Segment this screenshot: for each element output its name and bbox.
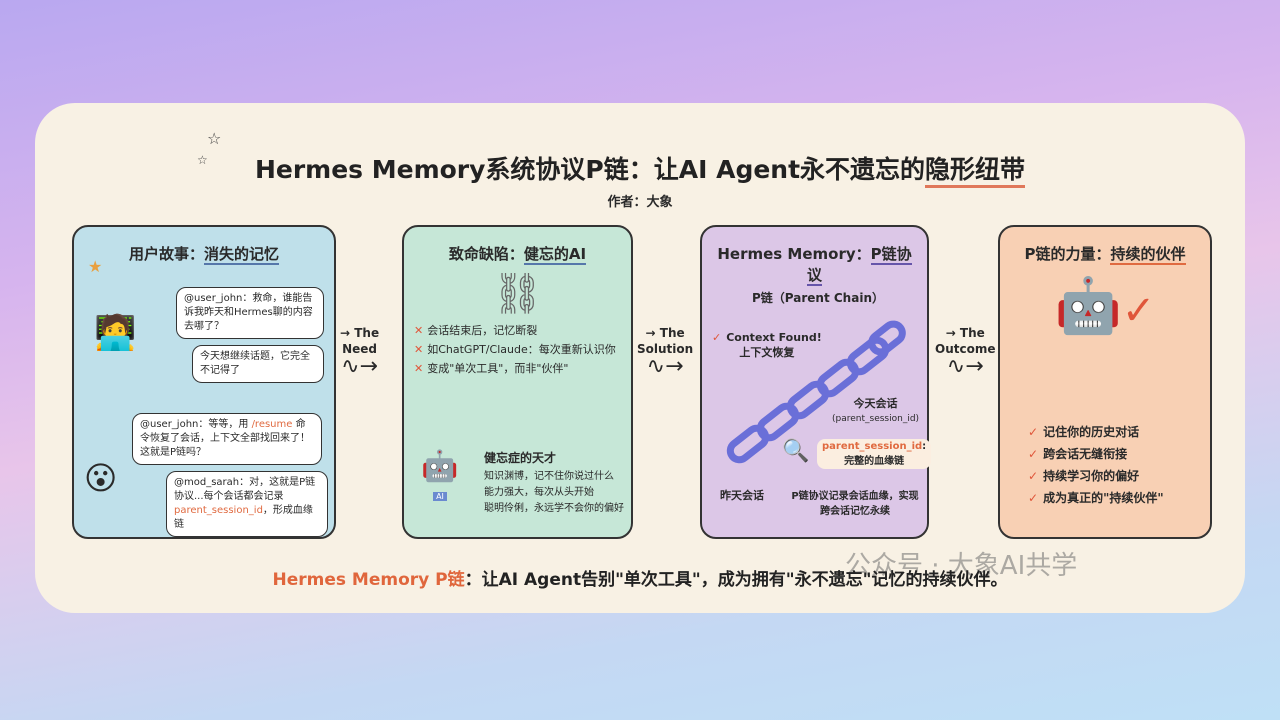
robot-with-hat-icon: 🤖AI bbox=[421, 449, 459, 501]
happy-robot-icon: 🤖✓ bbox=[1054, 274, 1156, 337]
confused-user-icon: 🧑‍💻 bbox=[94, 313, 137, 353]
checkmark-icon: ✓ bbox=[1121, 288, 1156, 334]
page-title: Hermes Memory系统协议P链：让AI Agent永不遗忘的隐形纽带 bbox=[35, 150, 1245, 188]
title-text: Hermes Memory系统协议P链：让AI Agent永不遗忘的 bbox=[254, 155, 926, 184]
star-icon: ☆ bbox=[207, 129, 222, 148]
today-session: 今天会话(parent_session_id) bbox=[832, 397, 920, 424]
chat-bubble: @mod_sarah：对，这就是P链协议...每个会话都会记录 parent_s… bbox=[166, 471, 328, 537]
benefit-item: ✓成为真正的"持续伙伴" bbox=[1028, 491, 1164, 505]
chain-label: P链（Parent Chain） bbox=[752, 291, 884, 305]
panel-heading: 致命缺陷：健忘的AI bbox=[448, 245, 587, 265]
author: 作者：大象 bbox=[607, 195, 673, 210]
flaw-item: ✕变成"单次工具"，而非"伙伴" bbox=[414, 362, 569, 375]
panel-p-chain: Hermes Memory：P链协议 P链（Parent Chain） ✓Con… bbox=[700, 225, 932, 539]
flaw-list: ✕会话结束后，记忆断裂 ✕如ChatGPT/Claude：每次重新认识你 ✕变成… bbox=[414, 321, 621, 378]
broken-chain-icon: ⛓ bbox=[492, 271, 543, 317]
benefit-item: ✓持续学习你的偏好 bbox=[1028, 469, 1140, 483]
star-icon: ★ bbox=[88, 257, 103, 276]
genius-line: 知识渊博，记不住你说过什么 bbox=[484, 471, 614, 482]
chain-illustration bbox=[726, 320, 906, 464]
chat-bubble: @user_john：救命，谁能告诉我昨天和Hermes聊的内容去哪了？ bbox=[176, 287, 324, 339]
panel-heading: Hermes Memory：P链协议 bbox=[717, 245, 912, 286]
genius-line: 能力强大，每次从头开始 bbox=[484, 487, 594, 498]
chat-bubble: 今天想继续话题，它完全不记得了 bbox=[192, 345, 324, 383]
chain-note: P链协议记录会话血缘，实现跨会话记忆永续 bbox=[791, 491, 919, 517]
panel-heading: P链的力量：持续的伙伴 bbox=[1024, 245, 1186, 265]
context-found: ✓Context Found!上下文恢复 bbox=[712, 331, 822, 359]
genius-title: 健忘症的天才 bbox=[484, 451, 557, 465]
infographic-card: ☆ ☆ Hermes Memory系统协议P链：让AI Agent永不遗忘的隐形… bbox=[35, 103, 1245, 613]
benefit-list: ✓记住你的历史对话 ✓跨会话无缝衔接 ✓持续学习你的偏好 ✓成为真正的"持续伙伴… bbox=[1028, 421, 1164, 509]
genius-box: 健忘症的天才 知识渊博，记不住你说过什么 能力强大，每次从头开始 聪明伶俐，永远… bbox=[484, 449, 624, 517]
surprised-user-icon: 😮 bbox=[84, 459, 118, 497]
flaw-item: ✕会话结束后，记忆断裂 bbox=[414, 324, 538, 337]
chat-bubble: @user_john：等等，用 /resume 命令恢复了会话，上下文全部找回来… bbox=[132, 413, 322, 465]
panel-fatal-flaw: 致命缺陷：健忘的AI ⛓ ✕会话结束后，记忆断裂 ✕如ChatGPT/Claud… bbox=[402, 225, 633, 539]
panel-power: P链的力量：持续的伙伴 🤖✓ ✓记住你的历史对话 ✓跨会话无缝衔接 ✓持续学习你… bbox=[998, 225, 1212, 539]
benefit-item: ✓记住你的历史对话 bbox=[1028, 425, 1140, 439]
genius-line: 聪明伶俐，永远学不会你的偏好 bbox=[484, 503, 624, 514]
watermark: 公众号 · 大象AI共学 bbox=[845, 551, 1078, 581]
star-icon: ☆ bbox=[197, 153, 208, 167]
magnifier-icon: 🔍 bbox=[782, 439, 810, 464]
panel-user-story: 用户故事：消失的记忆 ★ @user_john：救命，谁能告诉我昨天和Herme… bbox=[72, 225, 336, 539]
summary-line: Hermes Memory P链：让AI Agent告别"单次工具"，成为拥有"… bbox=[272, 570, 1008, 590]
title-highlight: 隐形纽带 bbox=[925, 155, 1026, 188]
panel-heading: 用户故事：消失的记忆 bbox=[128, 245, 280, 265]
yesterday-session: 昨天会话 bbox=[720, 489, 764, 502]
benefit-item: ✓跨会话无缝衔接 bbox=[1028, 447, 1128, 461]
flaw-item: ✕如ChatGPT/Claude：每次重新认识你 bbox=[414, 343, 616, 356]
psid-note: parent_session_id:完整的血缘链 bbox=[817, 439, 932, 469]
